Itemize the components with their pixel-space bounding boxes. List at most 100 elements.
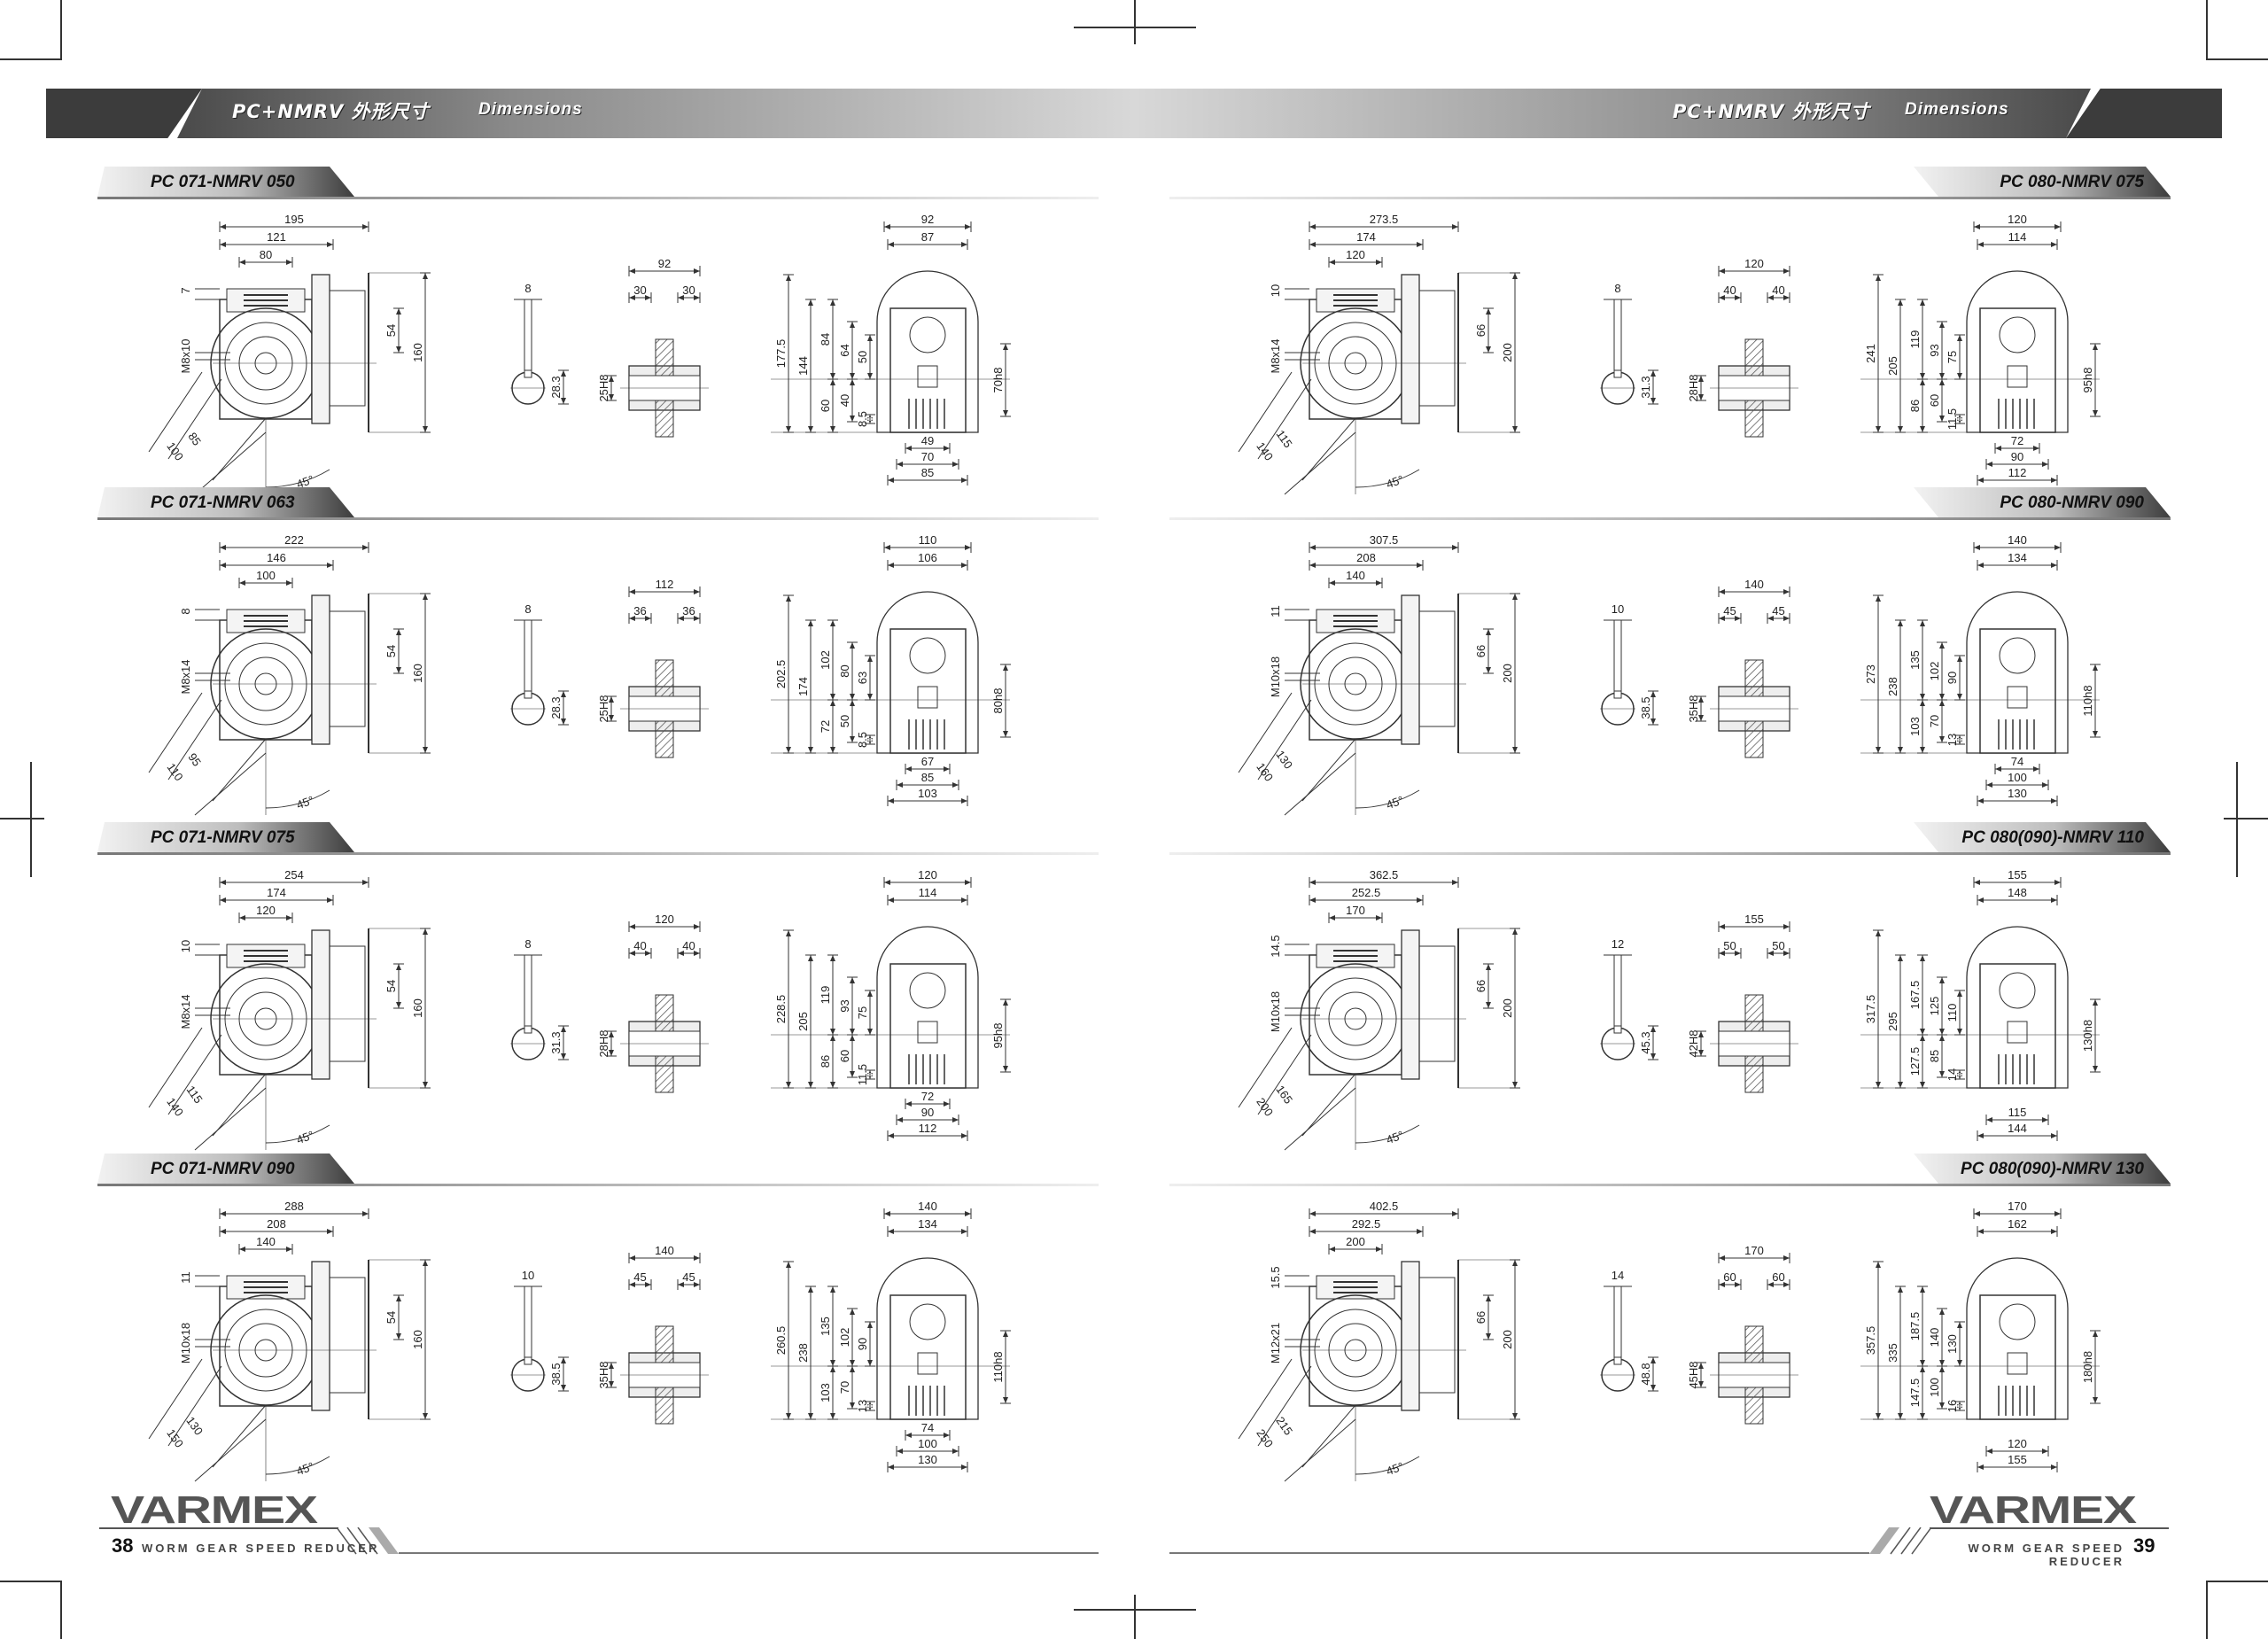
arrow-icon: [867, 415, 873, 423]
arrow-icon: [1719, 951, 1741, 956]
output-window: [917, 365, 938, 388]
arrow-icon: [1767, 616, 1790, 621]
dim-diag-outer: 100: [164, 439, 186, 462]
housing-outline: [876, 591, 979, 754]
dim-hub-right: 50: [1772, 939, 1784, 952]
arrow-icon: [1986, 462, 2048, 467]
dim-upper-4: 90: [1946, 672, 1959, 684]
dim-thread: M8x10: [179, 338, 192, 373]
dim-bore: 28H8: [1687, 374, 1700, 401]
dim-diag-outer: 200: [1254, 1095, 1276, 1118]
keyway: [1613, 369, 1622, 378]
dim-width-inner: 114: [2008, 230, 2027, 244]
dim-diag-outer: 150: [164, 1426, 186, 1449]
section-underline: [1169, 197, 2171, 199]
dim-bottom-2: 103: [918, 787, 937, 800]
dim-mid-length: 292.5: [1352, 1217, 1381, 1231]
section-underline: [97, 852, 1099, 855]
dim-overall-length: 288: [284, 1200, 304, 1213]
dim-diag-inner: 85: [185, 430, 204, 447]
dim-overall-length: 195: [284, 213, 304, 226]
motor-flange: [1401, 929, 1420, 1080]
dim-hub-length: 170: [1744, 1244, 1764, 1257]
dim-bottom-1: 70: [921, 450, 934, 463]
dimension-line: [1257, 1034, 1312, 1115]
motor-adapter: [1418, 945, 1456, 1062]
arrow-icon: [1957, 1402, 1962, 1410]
dim-bottom-1: 155: [2008, 1453, 2027, 1466]
dim-hub-left: 45: [1723, 604, 1736, 618]
stripe-decoration: [337, 1527, 399, 1555]
motor-flange: [1401, 1261, 1420, 1411]
gearbox-body: [219, 1286, 313, 1407]
dim-upper-3: 102: [1928, 662, 1941, 681]
section-heading-tab: PC 071-NMRV 090: [97, 1154, 354, 1184]
dim-lower-1: 60: [1928, 394, 1941, 407]
arrow-icon: [239, 260, 292, 265]
dim-upper-2: 187.5: [1908, 1312, 1922, 1341]
dim-upper-3: 64: [838, 344, 851, 356]
dim-mid-length: 208: [1356, 551, 1376, 564]
housing-body: [889, 628, 967, 754]
dim-height: 160: [411, 343, 424, 362]
motor-flange: [311, 1261, 330, 1411]
housing-outline: [876, 926, 979, 1089]
dim-width-outer: 92: [921, 213, 934, 226]
gearbox-body: [219, 619, 313, 741]
dim-upper-4: 110: [1946, 1004, 1959, 1022]
dimension-line: [1284, 752, 1356, 816]
dim-width-inner: 134: [2008, 551, 2027, 564]
dim-lower-1: 70: [838, 1381, 851, 1394]
dim-upper-3: 93: [838, 999, 851, 1012]
crop-mark: [1134, 1595, 1136, 1639]
dim-key-width: 14: [1612, 1269, 1624, 1282]
dim-bore: 35H8: [1687, 695, 1700, 722]
arrow-icon: [1920, 700, 1925, 753]
dim-lower-1: 50: [838, 715, 851, 727]
dim-lower-0: 60: [819, 400, 832, 412]
arrow-icon: [850, 642, 855, 700]
header-dark-block: [46, 89, 202, 138]
arrow-icon: [830, 1366, 835, 1419]
dim-hub-left: 30: [633, 284, 646, 297]
dim-upper-2: 84: [819, 333, 832, 346]
dim-upper-2: 102: [819, 650, 832, 670]
dimension-line: [194, 431, 267, 495]
dim-bottom-0: 72: [921, 1090, 934, 1103]
dimension-line: [1257, 1365, 1312, 1447]
arrow-icon: [1329, 915, 1382, 920]
dimension-line: [1257, 699, 1312, 781]
varmex-logo: VARMEX: [111, 1488, 318, 1532]
dim-pilot: 95h8: [991, 1023, 1005, 1049]
arrow-icon: [867, 735, 873, 744]
arrow-icon: [1920, 379, 1925, 432]
dimension-line: [1238, 1358, 1293, 1440]
dim-lower-0: 103: [1908, 717, 1922, 736]
divider: [99, 1527, 338, 1529]
motor-flange: [1401, 274, 1420, 424]
dim-width-outer: 110: [919, 533, 937, 547]
dim-mid-length: 146: [267, 551, 286, 564]
dim-diag-outer: 160: [1254, 760, 1276, 783]
housing-outline: [876, 270, 979, 433]
arrow-icon: [1329, 260, 1382, 265]
input-flange: [1999, 972, 2036, 1009]
arrow-icon: [629, 1282, 651, 1287]
dim-thread: M10x18: [1269, 656, 1282, 697]
arrow-icon: [609, 376, 614, 400]
gearbox-body: [1309, 1286, 1402, 1407]
dim-top: 14.5: [1269, 935, 1282, 957]
input-flange: [909, 316, 946, 353]
dim-hub-length: 140: [655, 1244, 674, 1257]
dim-key-width: 8: [1614, 282, 1620, 295]
housing-body: [1979, 1294, 2056, 1420]
